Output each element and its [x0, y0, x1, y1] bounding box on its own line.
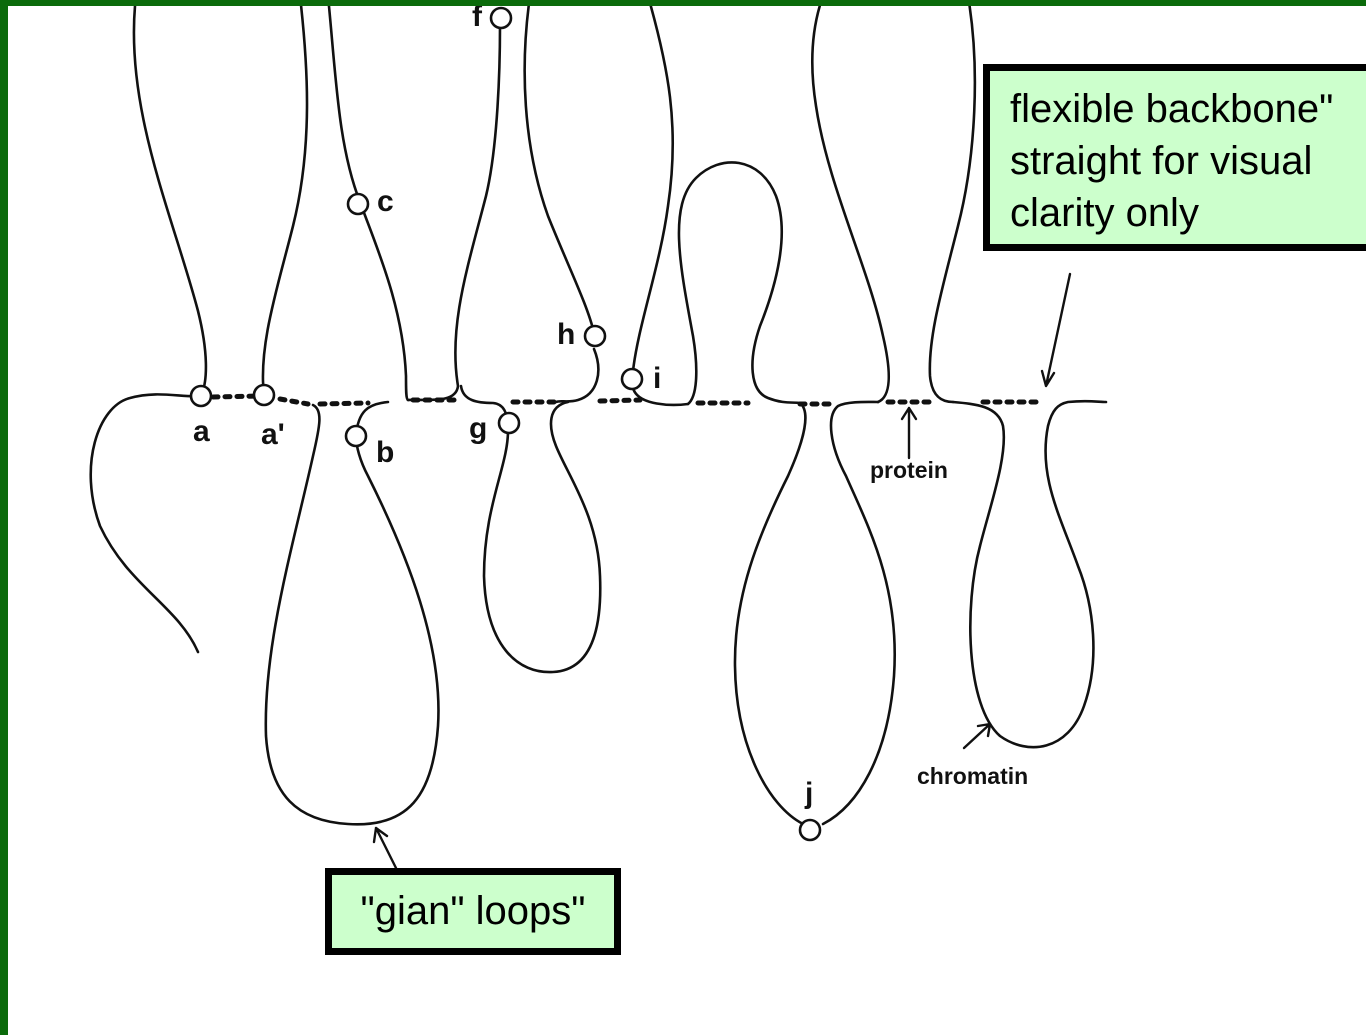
label-i: i [653, 362, 661, 395]
slide: a a' b c f g h i j protein chromatin fle… [8, 6, 1366, 1035]
protein-arrow [900, 406, 918, 460]
upper-loop-a-prime [261, 6, 309, 397]
label-chromatin: chromatin [917, 763, 1028, 789]
site-h-marker [583, 324, 607, 348]
gian-loops-callout: "gian" loops" [325, 868, 621, 955]
backbone-arrow [1040, 272, 1072, 388]
gian-loops-arrow [372, 826, 398, 870]
site-c-marker [346, 192, 370, 216]
upper-loop-protein-right [928, 6, 977, 404]
upper-loop-i [631, 6, 675, 373]
label-b: b [376, 436, 394, 469]
site-b-marker [344, 424, 368, 448]
lower-loop-chromatin [951, 399, 1108, 749]
upper-loop-c [327, 6, 410, 402]
site-a-prime-marker [252, 383, 276, 407]
site-g-marker [497, 411, 521, 435]
site-i-marker [620, 367, 644, 391]
backbone-callout-line: straight for visual [1010, 139, 1313, 183]
chromatin-loop-diagram: a a' b c f g h i j protein chromatin [89, 6, 1108, 870]
label-h: h [557, 318, 575, 351]
chromatin-arrow [962, 722, 992, 750]
scaffold-segment [277, 396, 311, 407]
label-f: f [472, 6, 483, 33]
backbone-callout-line: flexible backbone" [1010, 87, 1334, 131]
label-g: g [469, 412, 487, 445]
left-strand [89, 393, 203, 654]
upper-loop-protein [810, 6, 891, 404]
lower-loop-g-body [482, 400, 602, 674]
backbone-callout: flexible backbone" straight for visual c… [983, 64, 1366, 251]
upper-loop-a [132, 6, 208, 398]
label-j: j [804, 777, 813, 810]
label-a: a [193, 415, 210, 448]
giant-loop-b [264, 403, 440, 826]
upper-loop-i-tail [631, 386, 690, 407]
scaffold-segment [317, 400, 371, 407]
site-j-marker [798, 818, 822, 842]
upper-loop-h-lower [554, 347, 600, 404]
gian-loops-callout-text: "gian" loops" [360, 889, 586, 933]
upper-loop-h [523, 6, 596, 335]
scaffold-segment [597, 397, 643, 404]
scaffold-segment [210, 393, 261, 400]
site-a-marker [189, 384, 213, 408]
balloon-loop [677, 161, 802, 406]
label-c: c [377, 185, 394, 218]
giant-loop-j [733, 401, 807, 826]
site-f-marker [489, 6, 513, 30]
label-a-prime: a' [261, 418, 285, 451]
backbone-callout-line: clarity only [1010, 191, 1199, 235]
upper-loop-f [406, 24, 502, 402]
label-protein: protein [870, 457, 948, 483]
giant-loop-j-right [821, 400, 897, 826]
